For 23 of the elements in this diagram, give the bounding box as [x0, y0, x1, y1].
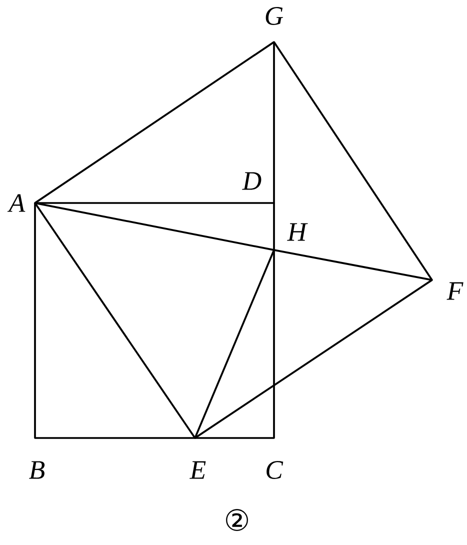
point-label: A — [7, 194, 26, 212]
line-segment — [273, 41, 433, 281]
line-segment — [34, 202, 36, 439]
line-segment — [194, 249, 275, 439]
line-segment — [273, 41, 275, 204]
point-label: H — [287, 223, 308, 241]
point-label: E — [190, 461, 206, 479]
line-segment — [34, 202, 275, 204]
line-segment — [34, 202, 275, 251]
line-segment — [194, 279, 433, 439]
point-label: C — [266, 461, 284, 479]
line-segment — [273, 202, 275, 251]
figure-number: ② — [226, 509, 248, 531]
line-segment — [194, 437, 275, 439]
line-segment — [34, 202, 196, 439]
point-label: G — [266, 7, 284, 25]
line-segment — [273, 249, 275, 439]
line-segment — [273, 249, 433, 281]
line-segment — [34, 41, 275, 204]
point-label: B — [29, 461, 45, 479]
point-label: F — [446, 282, 464, 300]
point-label: D — [242, 172, 262, 190]
line-segment — [34, 437, 196, 439]
